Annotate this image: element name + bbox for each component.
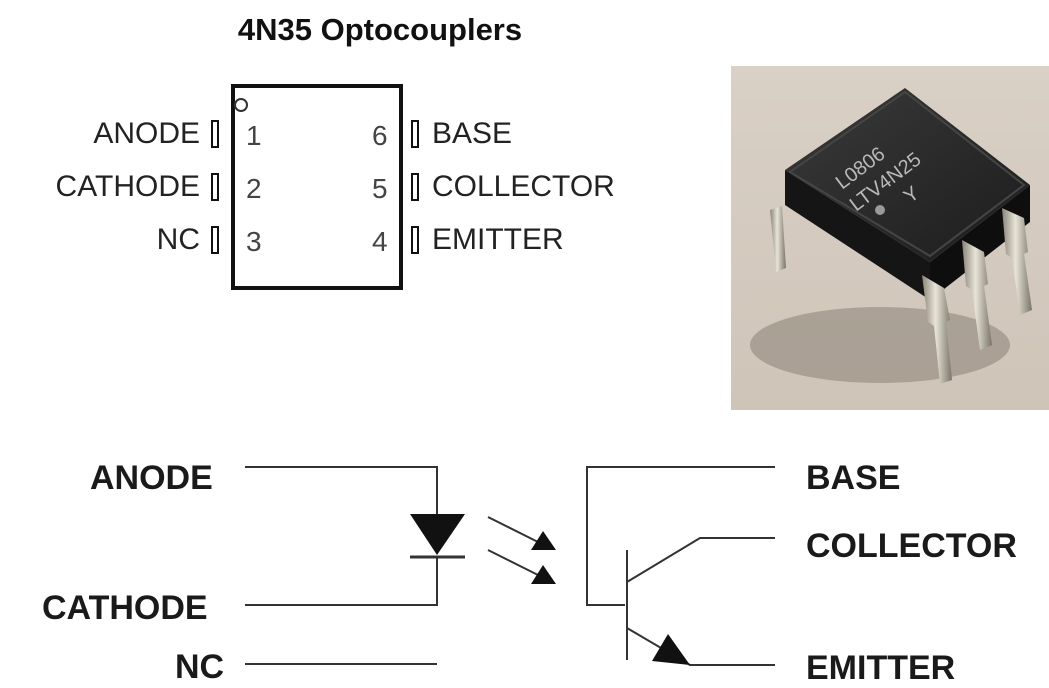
pin1-indicator-dot xyxy=(234,98,248,112)
schematic-label-emitter: EMITTER xyxy=(806,649,956,687)
schematic-label-nc: NC xyxy=(175,648,225,686)
pin-label-emitter: EMITTER xyxy=(432,223,564,256)
back-pins xyxy=(770,206,786,272)
pin-label-nc: NC xyxy=(156,223,200,256)
cathode-wire xyxy=(245,557,438,606)
pin-stub-2 xyxy=(211,173,219,201)
chip-side-front xyxy=(785,170,930,300)
light-ray-1 xyxy=(487,516,539,543)
light-ray-2 xyxy=(487,549,539,576)
pin-number-6: 6 xyxy=(372,120,388,151)
pin-label-collector: COLLECTOR xyxy=(432,170,615,203)
light-arrowhead-2 xyxy=(531,565,556,584)
chip-body xyxy=(231,84,403,290)
schematic-label-base: BASE xyxy=(806,459,901,497)
front-pins xyxy=(922,208,1032,384)
pin-label-base: BASE xyxy=(432,117,513,150)
collector-wire xyxy=(626,537,775,583)
anode-wire xyxy=(245,466,438,514)
emitter-wire xyxy=(626,627,775,666)
pin-number-3: 3 xyxy=(246,226,262,257)
pin-label-cathode: CATHODE xyxy=(55,170,200,203)
pin-stub-4 xyxy=(411,226,419,254)
pin-stub-1 xyxy=(211,120,219,148)
pin-number-2: 2 xyxy=(246,173,262,204)
schematic-label-cathode: CATHODE xyxy=(42,589,208,627)
pin-stub-6 xyxy=(411,120,419,148)
emitter-arrowhead xyxy=(652,634,690,665)
schematic-label-collector: COLLECTOR xyxy=(806,527,1017,565)
schematic-label-anode: ANODE xyxy=(90,459,213,497)
pin-stub-3 xyxy=(211,226,219,254)
diode-triangle xyxy=(410,514,465,555)
diagram-title: 4N35 Optocouplers xyxy=(237,12,523,47)
pin-stub-5 xyxy=(411,173,419,201)
base-wire xyxy=(586,466,775,606)
pin-number-5: 5 xyxy=(372,173,388,204)
light-arrowhead-1 xyxy=(531,531,556,550)
chip-dot-marking xyxy=(875,205,885,215)
chip-top xyxy=(785,88,1030,262)
pin-label-anode: ANODE xyxy=(93,117,200,150)
pin-number-4: 4 xyxy=(372,226,388,257)
pin-number-1: 1 xyxy=(246,120,262,151)
